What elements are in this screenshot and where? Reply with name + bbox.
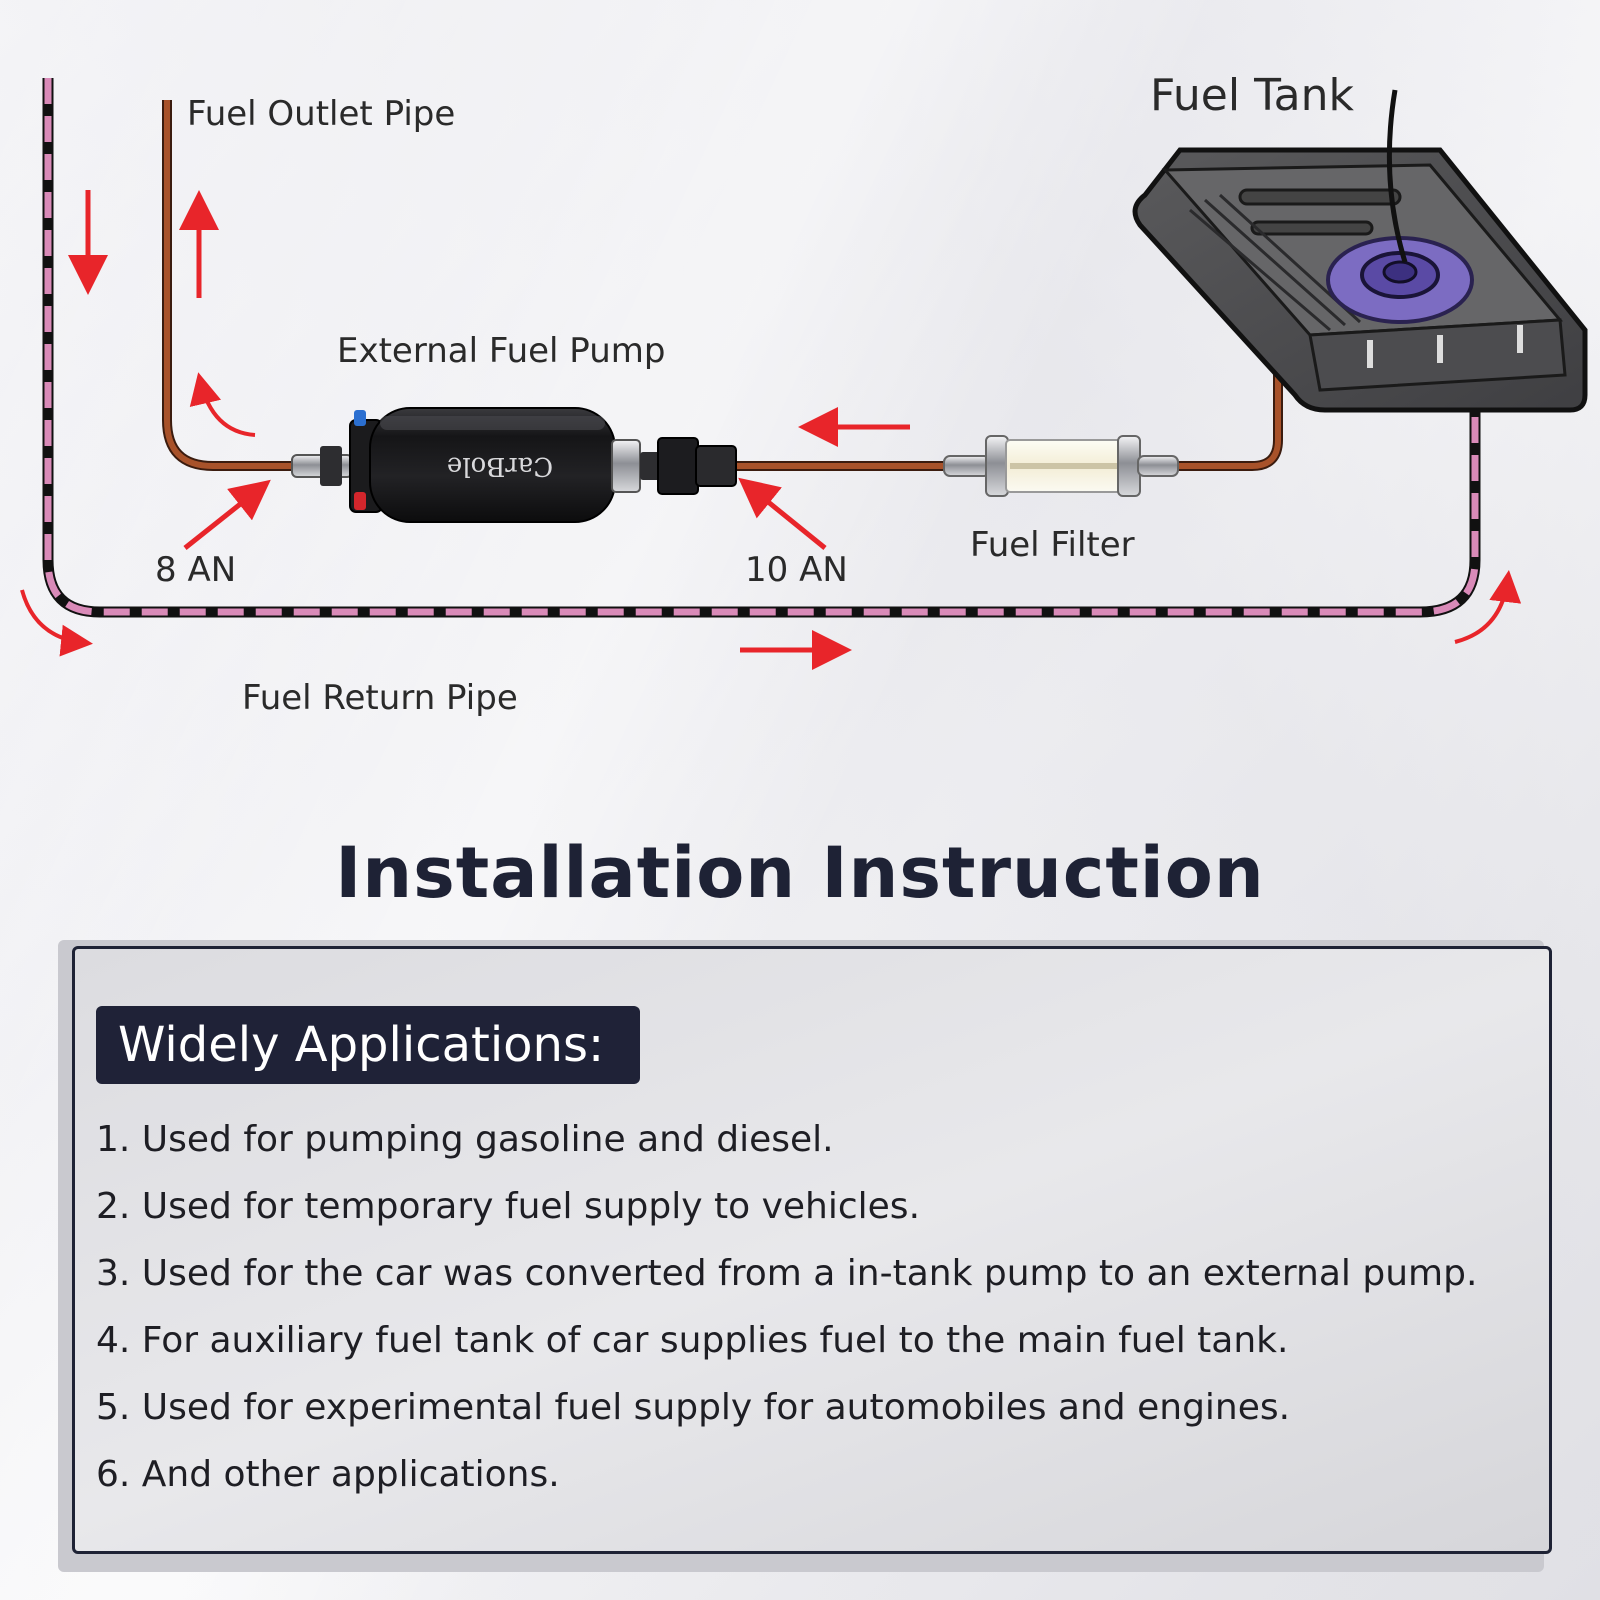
applications-list: 1. Used for pumping gasoline and diesel.… [96,1114,1477,1516]
port-8an-pointer-icon [183,479,271,550]
external-fuel-pump: CarBole [291,407,737,523]
fuel-filter-label: Fuel Filter [970,525,1135,565]
return-corner-arrow-icon [20,589,93,657]
outlet-curve-arrow-icon [189,372,256,437]
return-up-arrow-icon [1454,570,1522,644]
fuel-tank [1132,89,1588,413]
pump-brand-logo: CarBole [447,451,553,481]
list-item: 2. Used for temporary fuel supply to veh… [96,1186,921,1227]
page-title: Installation Instruction [335,832,1265,914]
fuel-tank-label: Fuel Tank [1150,70,1354,121]
port-10an-pointer-icon [738,477,827,550]
list-item: 1. Used for pumping gasoline and diesel. [96,1119,834,1160]
external-fuel-pump-label: External Fuel Pump [337,331,666,371]
fuel-filter [943,435,1179,497]
port-8an-label: 8 AN [155,550,237,590]
fuel-return-pipe-label: Fuel Return Pipe [242,678,518,718]
fuel-system-diagram: CarBole [20,78,1588,670]
port-10an-label: 10 AN [745,550,848,590]
flow-arrows [20,190,1522,670]
fuel-outlet-pipe-label: Fuel Outlet Pipe [187,94,456,134]
fuel-outlet-pipe [162,100,300,471]
applications-title: Widely Applications: [96,1006,641,1084]
list-item: 5. Used for experimental fuel supply for… [96,1387,1291,1428]
list-item: 3. Used for the car was converted from a… [96,1253,1478,1294]
list-item: 4. For auxiliary fuel tank of car suppli… [96,1320,1289,1361]
list-item: 6. And other applications. [96,1454,560,1495]
